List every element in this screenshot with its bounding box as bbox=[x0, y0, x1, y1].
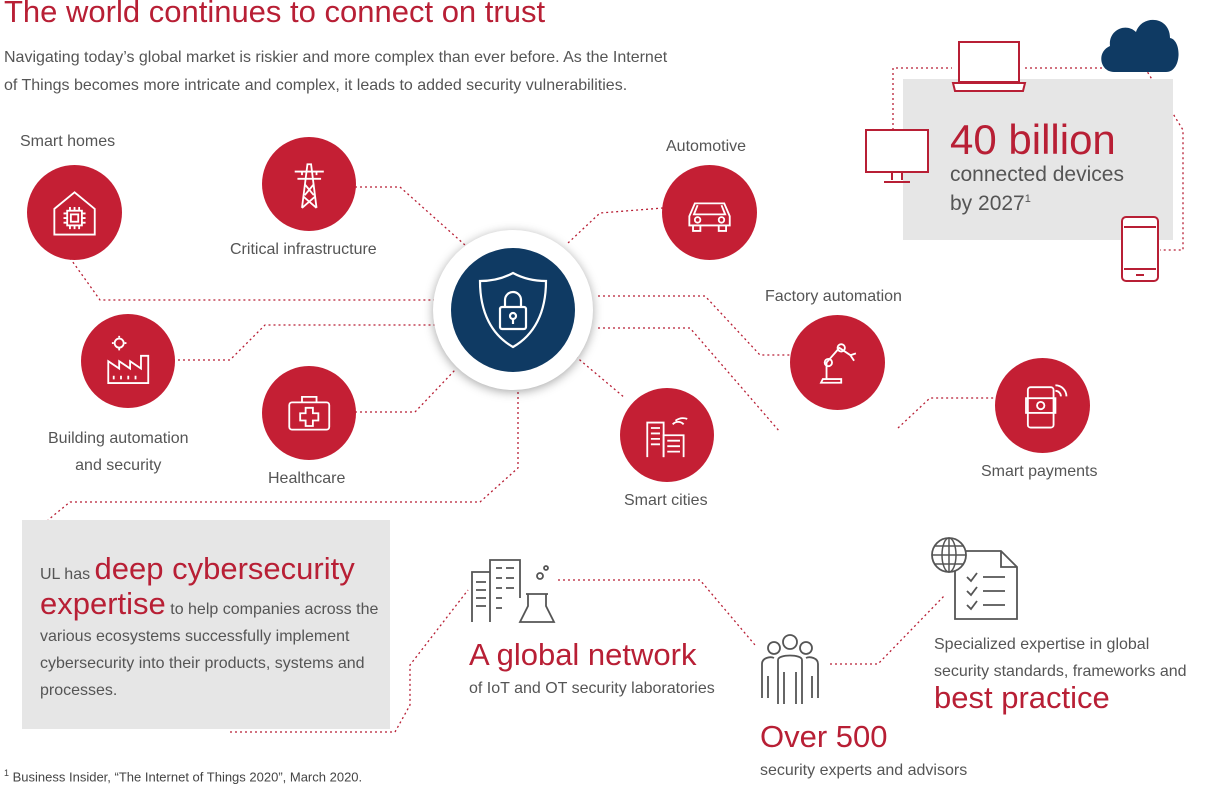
label-smart-homes: Smart homes bbox=[20, 133, 116, 150]
phone-payment-icon bbox=[1025, 384, 1068, 429]
laptop-icon bbox=[951, 39, 1027, 100]
intro-line-2: of Things becomes more intricate and com… bbox=[4, 77, 628, 94]
standards-line-1: Specialized expertise in global bbox=[934, 636, 1150, 653]
label-building-automation: Building automation and security bbox=[48, 425, 189, 479]
standards-caption: Specialized expertise in global security… bbox=[934, 631, 1187, 685]
factory-gear-icon bbox=[107, 335, 149, 384]
label-building-line-2: and security bbox=[75, 457, 162, 474]
footnote-text: Business Insider, “The Internet of Thing… bbox=[9, 769, 363, 785]
house-chip-icon bbox=[53, 191, 96, 236]
standards-line-2: security standards, frameworks and bbox=[934, 663, 1187, 680]
page-title: The world continues to connect on trust bbox=[4, 0, 546, 29]
label-smart-payments: Smart payments bbox=[981, 463, 1098, 480]
stat-panel bbox=[903, 79, 1173, 240]
node-smart-cities bbox=[620, 388, 714, 482]
stat-headline: 40 billion bbox=[950, 116, 1116, 163]
intro-line-1: Navigating today’s global market is risk… bbox=[4, 49, 668, 66]
experts-headline: Over 500 bbox=[760, 719, 888, 754]
node-critical-infrastructure bbox=[262, 137, 356, 231]
network-headline: A global network bbox=[469, 637, 697, 672]
label-smart-cities: Smart cities bbox=[624, 492, 708, 509]
ul-rest: to help companies across the various eco… bbox=[40, 601, 379, 699]
node-building-automation bbox=[81, 314, 175, 408]
stat-caption-line-2: by 20271 bbox=[950, 187, 1124, 216]
stat-caption: connected devices by 20271 bbox=[950, 162, 1124, 216]
robot-arm-icon bbox=[819, 343, 857, 384]
footnote-mark: 1 bbox=[4, 768, 10, 778]
node-smart-homes bbox=[27, 165, 122, 260]
label-healthcare: Healthcare bbox=[268, 470, 346, 487]
car-icon bbox=[688, 202, 731, 232]
node-factory-automation bbox=[790, 315, 885, 410]
people-group-icon bbox=[758, 632, 822, 713]
node-smart-payments bbox=[995, 358, 1090, 453]
ul-prefix: UL has bbox=[40, 566, 95, 583]
network-caption: of IoT and OT security laboratories bbox=[469, 680, 715, 697]
power-tower-icon bbox=[294, 163, 324, 209]
lab-building-flask-icon bbox=[470, 558, 560, 629]
stat-year: by 2027 bbox=[950, 192, 1025, 215]
monitor-icon bbox=[864, 128, 930, 191]
label-factory-automation: Factory automation bbox=[765, 288, 902, 305]
node-automotive bbox=[662, 165, 757, 260]
first-aid-kit-icon bbox=[288, 395, 330, 431]
globe-document-icon bbox=[929, 535, 1021, 626]
label-automotive: Automotive bbox=[666, 138, 747, 155]
ul-highlight: deep cybersecurity expertise bbox=[40, 551, 355, 621]
ul-panel bbox=[22, 520, 390, 729]
intro-text: Navigating today’s global market is risk… bbox=[4, 44, 724, 100]
label-building-line-1: Building automation bbox=[48, 430, 189, 447]
shield-lock-icon bbox=[478, 271, 548, 349]
cloud-icon bbox=[1096, 12, 1182, 79]
stat-caption-line-1: connected devices bbox=[950, 163, 1124, 186]
label-critical-infrastructure: Critical infrastructure bbox=[230, 241, 377, 258]
experts-caption: security experts and advisors bbox=[760, 762, 968, 779]
node-healthcare bbox=[262, 366, 356, 460]
standards-headline: best practice bbox=[934, 680, 1110, 715]
stat-footnote-mark: 1 bbox=[1024, 193, 1031, 205]
hub-circle bbox=[451, 248, 575, 372]
ul-expertise-text: UL has deep cybersecurity expertise to h… bbox=[40, 553, 380, 704]
buildings-wifi-icon bbox=[646, 417, 688, 457]
footnote: 1 Business Insider, “The Internet of Thi… bbox=[4, 768, 362, 784]
smartphone-icon bbox=[1120, 215, 1160, 288]
